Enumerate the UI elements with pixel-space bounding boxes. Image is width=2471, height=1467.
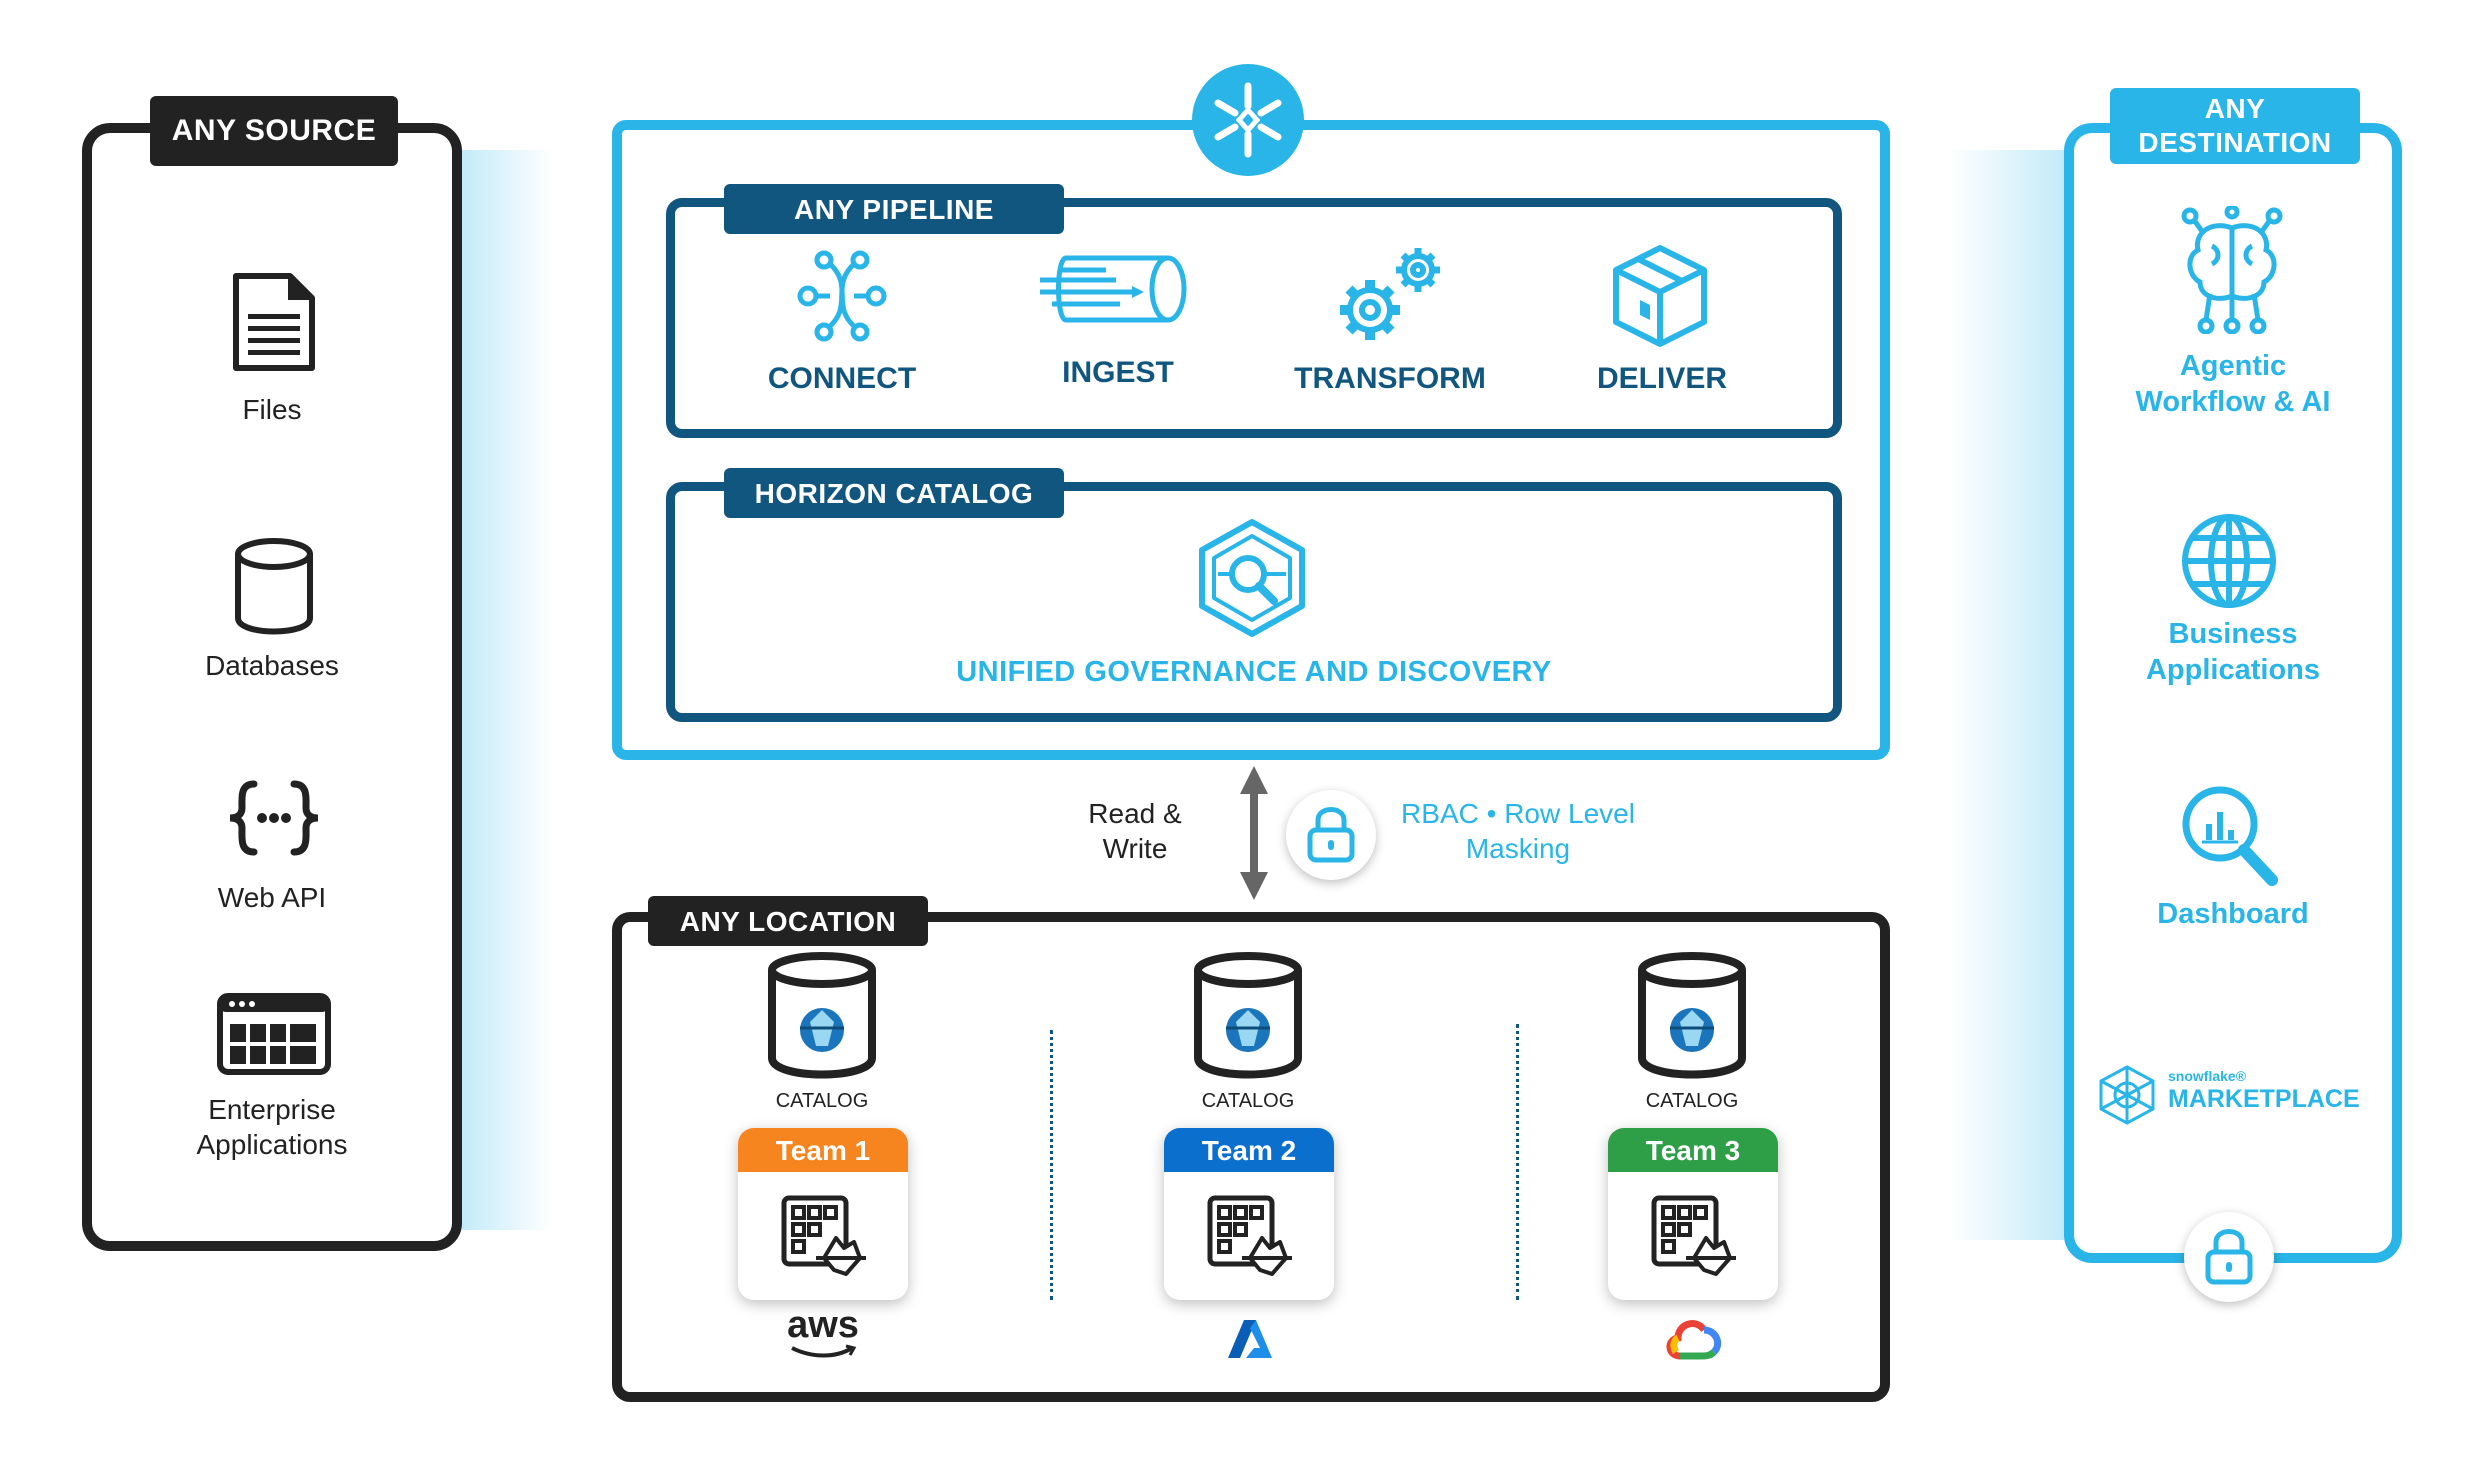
read-write-arrow-icon [1240, 766, 1268, 900]
destination-title: ANY DESTINATION [2110, 88, 2360, 164]
data-apps-icon [1207, 1195, 1292, 1276]
destination-dashboard-label: Dashboard [2157, 898, 2309, 930]
ingest-icon [1040, 255, 1187, 323]
source-title: ANY SOURCE [150, 96, 398, 166]
iceberg-catalog-icon [768, 952, 876, 1079]
source-databases-label: Databases [205, 650, 339, 681]
rbac-label: RBAC • Row Level Masking [1401, 798, 1635, 864]
horizon-subtitle: UNIFIED GOVERNANCE AND DISCOVERY [956, 656, 1552, 688]
box-icon [1613, 245, 1707, 347]
destination-lock-badge [2184, 1212, 2274, 1302]
destination-business-label: Business Applications [2145, 618, 2320, 686]
connect-icon [797, 250, 887, 342]
pipeline-connect-label: CONNECT [767, 362, 917, 395]
google-cloud-logo-icon [1666, 1320, 1722, 1360]
catalog-label: CATALOG [1201, 1090, 1295, 1112]
marketplace-brand: snowflake® MARKETPLACE [2168, 1068, 2368, 1114]
magnifier-chart-icon [2182, 786, 2278, 886]
aws-logo-icon: aws [768, 1306, 878, 1363]
location-title: ANY LOCATION [648, 896, 928, 946]
iceberg-catalog-icon [1194, 952, 1302, 1079]
api-braces-icon [229, 780, 319, 856]
rbac-lock-badge [1286, 790, 1376, 880]
marketplace-label: MARKETPLACE [2168, 1085, 2360, 1113]
database-icon [235, 538, 313, 635]
azure-logo-icon [1228, 1320, 1272, 1358]
lock-icon [1307, 807, 1355, 863]
data-apps-icon [1651, 1195, 1736, 1276]
read-write-label: Read & Write [1088, 798, 1182, 864]
marketplace-small-label: snowflake® [2168, 1068, 2247, 1084]
data-apps-icon [781, 1195, 866, 1276]
governance-search-icon [1199, 519, 1305, 637]
document-icon [233, 273, 315, 371]
pipeline-title: ANY PIPELINE [724, 184, 1064, 234]
source-enterprise-label: Enterprise Applications [196, 1094, 348, 1160]
source-glow [462, 150, 552, 1230]
pipeline-transform-label: TRANSFORM [1294, 362, 1486, 395]
gears-icon [1340, 248, 1440, 340]
iceberg-catalog-icon [1638, 952, 1746, 1079]
source-files-label: Files [242, 394, 302, 425]
pipeline-deliver-label: DELIVER [1596, 362, 1728, 395]
snowflake-logo-icon [1192, 64, 1304, 176]
location-divider [1050, 1030, 1053, 1300]
team-card: Team 1 [738, 1128, 908, 1300]
globe-icon [2182, 514, 2276, 608]
source-webapi-label: Web API [217, 882, 327, 913]
horizon-catalog-panel [666, 482, 1842, 722]
location-divider [1516, 1024, 1519, 1300]
team-name: Team 2 [1164, 1128, 1334, 1172]
enterprise-app-icon [217, 993, 331, 1075]
lock-icon [2205, 1229, 2253, 1285]
team-card: Team 2 [1164, 1128, 1334, 1300]
destination-glow [1950, 150, 2064, 1240]
pipeline-ingest-label: INGEST [1062, 356, 1174, 389]
catalog-label: CATALOG [775, 1090, 869, 1112]
team-name: Team 1 [738, 1128, 908, 1172]
team-name: Team 3 [1608, 1128, 1778, 1172]
marketplace-network-icon [2099, 1065, 2155, 1125]
ai-brain-icon [2181, 206, 2283, 334]
horizon-catalog-title: HORIZON CATALOG [724, 468, 1064, 518]
catalog-label: CATALOG [1645, 1090, 1739, 1112]
team-card: Team 3 [1608, 1128, 1778, 1300]
destination-ai-label: Agentic Workflow & AI [2135, 350, 2331, 418]
